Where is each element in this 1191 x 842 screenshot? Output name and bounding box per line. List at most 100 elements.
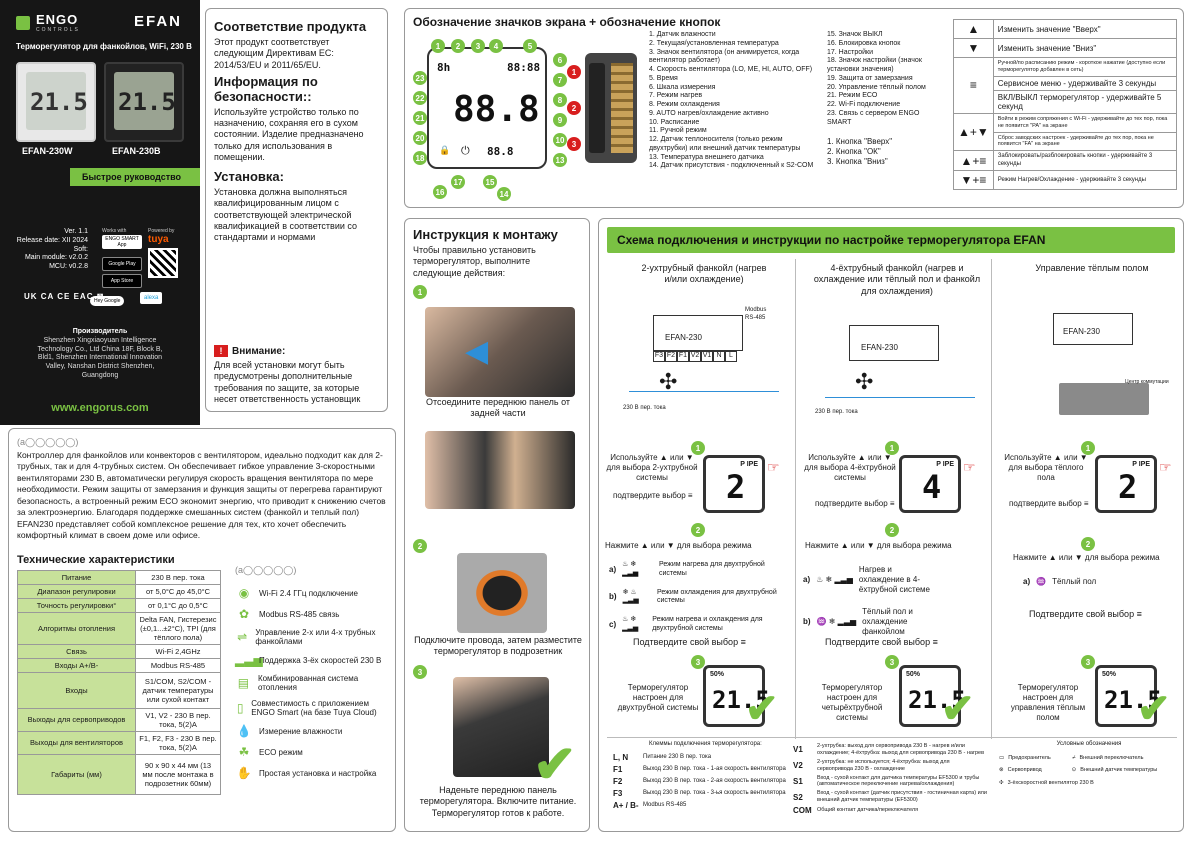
pipe-value: 4 — [922, 468, 942, 506]
fuse-label: Предохранитель — [1008, 754, 1051, 761]
col2-use-label: Используйте ▲ или ▼ для выбора 4-ёхтрубн… — [804, 453, 896, 482]
feature-text: Совместимость с приложением ENGO Smart (… — [251, 699, 377, 717]
confirm-choice: Подтвердите свой выбор — [825, 637, 931, 647]
warning-title: Внимание: — [232, 345, 286, 357]
icon-legend-a: 1. Датчик влажности 2. Текущая/установле… — [649, 31, 821, 171]
spec-key: Алгоритмы отопления — [17, 611, 136, 645]
button-legend-down: 3. Кнопка "Вниз" — [827, 157, 888, 167]
marker-22: 22 — [413, 91, 427, 105]
safety-title: Информация по безопасности:: — [214, 73, 318, 104]
step-marker-3: 3 — [413, 665, 427, 679]
marker-9: 9 — [553, 113, 567, 127]
terminal-label: V1 — [701, 351, 713, 362]
use-prefix: Используйте — [610, 453, 658, 462]
mode-icons: ♨ ❄ ▂▃▅ — [816, 575, 853, 584]
step1-image: ◀ — [425, 307, 575, 397]
confirm-select: подтвердите выбор — [1009, 499, 1082, 508]
mode-icons: ❄ ♨ ▂▃▅ — [622, 588, 639, 605]
confirm-select: подтвердите выбор — [613, 491, 686, 500]
marker-1: 1 — [431, 39, 445, 53]
mounting-intro: Чтобы правильно установить терморегулято… — [413, 245, 536, 278]
feature-item: ⇌Управление 2-х или 4-х трубных фанкойла… — [235, 628, 391, 646]
col3-schematic: EFAN-230 Центр коммутации — [1029, 283, 1169, 423]
marker-16: 16 — [433, 185, 447, 199]
press-icon: ☞ — [963, 459, 976, 475]
engo-app-badge: ENGO SMART App — [102, 235, 142, 250]
confirm-select: подтвердите выбор — [815, 499, 888, 508]
hey-google-badge: Hey Google — [90, 296, 125, 306]
specs-title: Технические характеристики — [17, 553, 175, 566]
install-text: Установка должна выполняться квалифициро… — [214, 187, 357, 242]
col2-lcd-pipe: P IPE 4 — [899, 455, 961, 513]
website-link[interactable]: www.engorus.com — [51, 402, 149, 414]
icon-legend-b: 15. Значок ВЫКЛ 16. Блокировка кнопок 17… — [827, 31, 945, 167]
mode-text: Тёплый пол — [1052, 577, 1097, 586]
use-prefix: Используйте — [808, 453, 856, 462]
legend-item: 4. Скорость вентилятора (LO, ME, HI, AUT… — [649, 66, 813, 73]
feature-text: Простая установка и настройка — [259, 768, 377, 778]
feature-item: ▤Комбинированная система отопления — [235, 674, 391, 692]
terminal-desc: Выход 230 В пер. тока - 1-ая скорость ве… — [643, 765, 786, 772]
step-marker-1: 1 — [413, 285, 427, 299]
feature-text: Wi-Fi 2.4 ГГц подключение — [259, 588, 358, 598]
spec-key: Входы — [17, 671, 136, 709]
mode-key: b) — [803, 617, 811, 626]
wiring-title: Схема подключения и инструкции по настро… — [607, 227, 1175, 253]
col2-step-2: 2 — [885, 523, 899, 537]
spec-row: Габариты (мм)90 x 90 x 44 мм (13 мм посл… — [17, 753, 221, 795]
col1-confirm: подтвердите выбор ≡ — [613, 491, 693, 500]
mode-item: b)♒ ❄ ▂▃▅Тёплый пол и охлаждение фанкойл… — [803, 607, 989, 637]
icons-title: Обозначение значков экрана + обозначение… — [413, 15, 721, 29]
terminal-label: F2 — [665, 351, 677, 362]
feature-text: Modbus RS-485 связь — [259, 609, 340, 619]
device-side-view — [585, 53, 637, 163]
eco-icon: ☘ — [238, 745, 250, 759]
device-white-lcd: 21.5 — [30, 88, 88, 116]
marker-7: 7 — [553, 73, 567, 87]
version-line: Main module: v2.0.2 — [24, 254, 88, 262]
description-panel: (a◯◯◯◯◯) Контроллер для фанкойлов или ко… — [8, 428, 396, 832]
button-desc: Изменить значение "Вверх" — [992, 19, 1178, 39]
button-desc: Сброс заводских настроек - удерживайте д… — [992, 131, 1178, 152]
spec-value: 230 В пер. тока — [135, 569, 221, 585]
col3-confirm: подтвердите выбор ≡ — [1009, 499, 1089, 508]
symbol-row: ✣3-ёхскоростной вентилятор 230 В — [999, 780, 1179, 787]
button-desc: Войти в режим сопряжения с Wi-Fi - удерж… — [992, 112, 1178, 133]
heating-icon: ▤ — [237, 676, 250, 690]
sensor-icon: ⊙ — [1071, 767, 1077, 774]
button-symbol: ▲+▼ — [953, 112, 994, 152]
legend-item: 9. AUTO нагрев/охлаждение активно — [649, 109, 769, 117]
terminal-desc: 2-ухтрубка: не используется; 4-ёхтрубка:… — [817, 758, 950, 772]
legend-item: 23. Связь с сервером ENGO SMART — [827, 109, 920, 126]
spec-value: Wi-Fi 2,4GHz — [135, 643, 221, 659]
press-icon: ☞ — [1159, 459, 1172, 475]
compliance-text: Этот продукт соответствует следующим Дир… — [214, 37, 334, 70]
hub-image — [1059, 383, 1149, 415]
terminal-label: F1 — [677, 351, 689, 362]
button-table-row: ≡Ручной/по расписанию режим - короткое н… — [953, 57, 1178, 114]
legend-item: 1. Датчик влажности — [649, 31, 716, 38]
col3-step-2: 2 — [1081, 537, 1095, 551]
mode-text: Режим нагрева для двухтрубной системы — [658, 561, 765, 577]
button-table-row: ▲+≡Заблокировать/разблокировать кнопки -… — [953, 150, 1178, 172]
tuya-logo: tuya — [148, 234, 169, 246]
feature-item: 💧Измерение влажности — [235, 724, 391, 738]
spec-key: Входы A+/B- — [17, 657, 136, 673]
col3-select: для выбора тёплого пола — [1008, 463, 1084, 482]
button-table-row: ▲Изменить значение "Вверх" — [953, 19, 1178, 39]
temp-value: 21.5 — [712, 686, 770, 714]
legend-item: 6. Шкала измерения — [649, 83, 716, 91]
display-diagram: 8h 88:88 88.8 88.8 ⏻ 🔒 — [427, 47, 547, 169]
version-line: Soft: — [73, 245, 88, 253]
press-icon: ☞ — [767, 459, 780, 475]
terminal-key: S1 — [793, 776, 803, 786]
terminal-desc: Вход - сухой контакт (датчик присутствия… — [817, 790, 987, 804]
mounting-title: Инструкция к монтажу — [413, 227, 558, 242]
